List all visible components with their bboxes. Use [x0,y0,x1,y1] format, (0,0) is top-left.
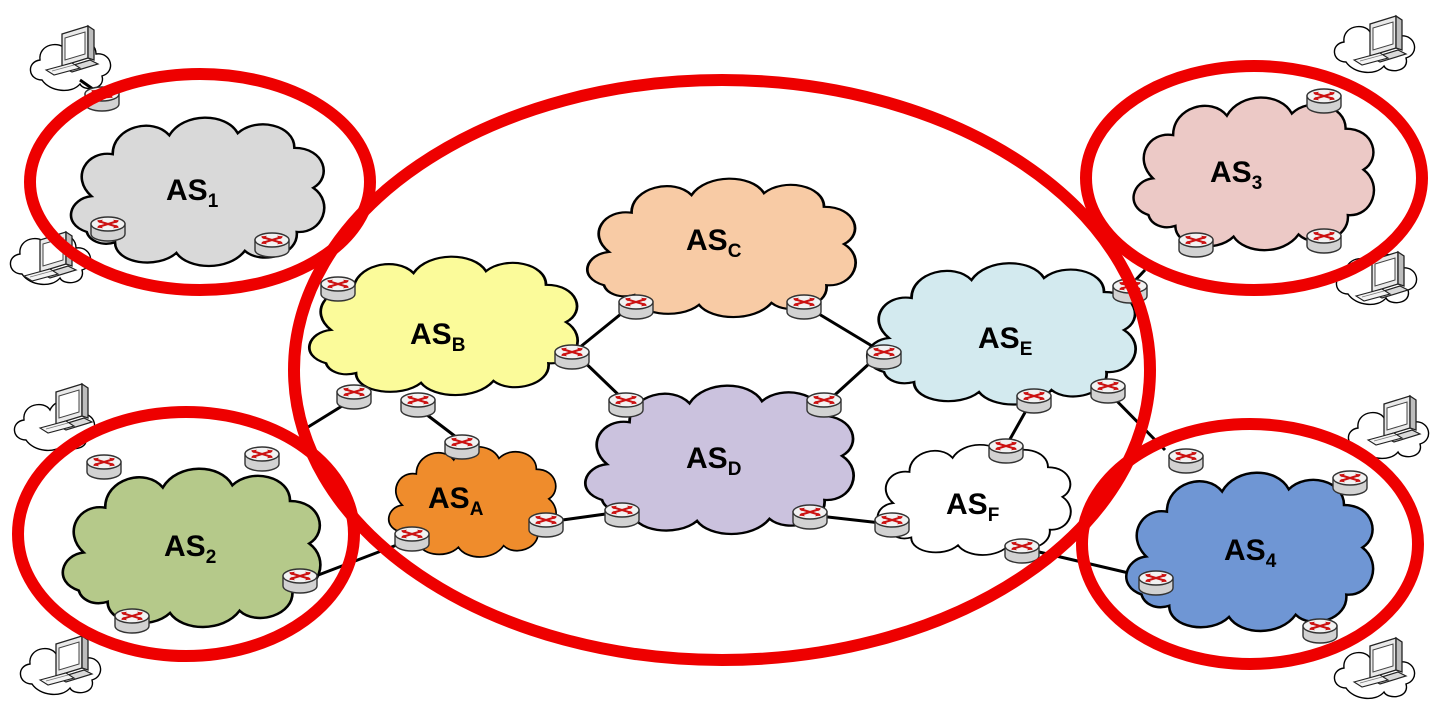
as-label: ASC [686,224,742,262]
router-icon [874,512,910,538]
router-icon [786,294,822,320]
router-icon [394,526,430,552]
router-icon [1168,448,1204,474]
cloud-as3: AS3 [1132,96,1376,252]
cloud-shape [583,384,855,536]
router-icon [1306,228,1342,254]
router-icon [1302,618,1338,644]
router-icon [1138,570,1174,596]
ring-as2 [12,406,360,662]
as-label: ASB [410,318,465,356]
cloud-as1: AS1 [69,116,326,268]
ring-transit-core [288,74,1156,666]
router-icon [806,392,842,418]
ring-as4 [1076,418,1424,670]
cloud-asb: ASB [307,255,579,397]
as-label: AS3 [1210,156,1262,194]
ring-as3 [1080,60,1428,296]
as-label: AS1 [166,174,219,212]
cloud-asa: ASA [388,446,557,558]
as-label: ASA [428,482,484,520]
cloud-shape [1125,471,1375,633]
router-icon [988,438,1024,464]
router-icon [254,232,290,258]
client-group-top-left [29,25,112,92]
router-icon [320,276,356,302]
router-icon [554,344,590,370]
router-icon [1178,232,1214,258]
router-icon [444,434,480,460]
cloud-shape [388,446,557,558]
router-icon [90,216,126,242]
as-label: ASD [686,442,741,480]
cloud-asf: ASF [876,444,1072,556]
router-icon [244,446,280,472]
cloud-asd: ASD [583,384,855,536]
ring-as1 [24,68,376,296]
router-icon [792,504,828,530]
router-icon [114,608,150,634]
cloud-ase: ASE [865,262,1137,406]
router-icon [618,294,654,320]
router-icon [86,454,122,480]
cloud-shape [585,177,857,319]
cloud-shape [1132,96,1376,252]
cloud-as4: AS4 [1125,471,1375,633]
router-icon [400,392,436,418]
cloud-as2: AS2 [61,467,322,629]
as-label: ASF [946,488,999,526]
router-icon [528,512,564,538]
router-icon [608,392,644,418]
cloud-shape [865,262,1137,406]
router-icon [1004,538,1040,564]
router-icon [1306,88,1342,114]
router-icon [604,502,640,528]
as-label: AS4 [1224,534,1277,572]
client-group-top-right [1333,15,1416,74]
router-icon [1332,470,1368,496]
as-label: AS2 [164,530,216,568]
cloud-shape [876,444,1072,556]
grouping-rings [12,60,1428,670]
as-label: ASE [978,322,1032,360]
router-icon [866,344,902,370]
cloud-shape [69,116,326,268]
client-group-bottom-left [19,635,102,696]
cloud-shape [61,467,322,629]
cloud-asc: ASC [585,177,857,319]
router-icon [1016,388,1052,414]
router-icon [336,384,372,410]
router-icon [282,568,318,594]
router-icon [1090,378,1126,404]
